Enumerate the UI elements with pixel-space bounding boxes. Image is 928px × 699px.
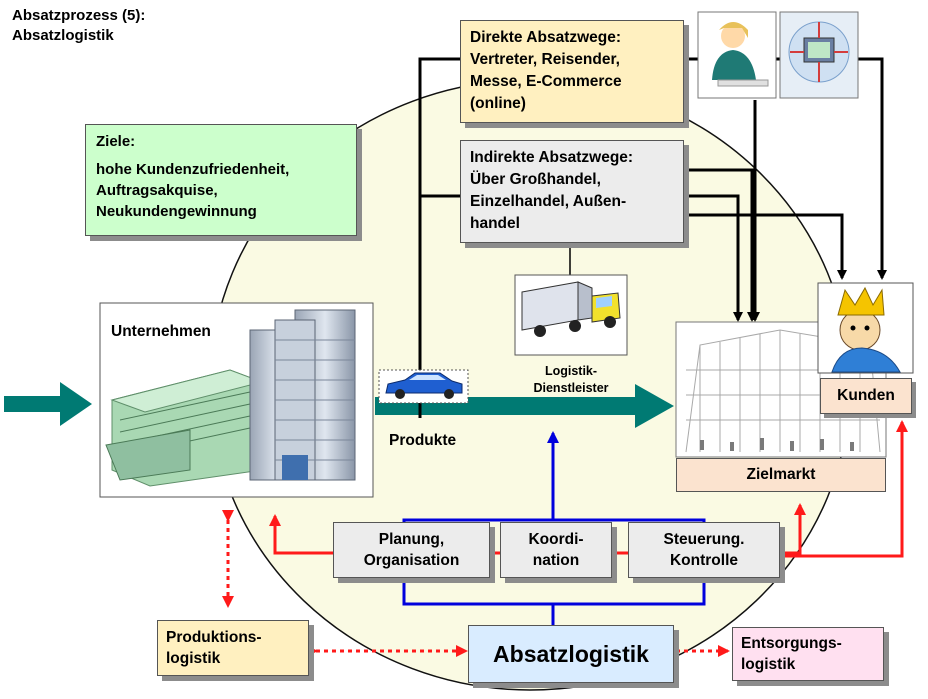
- target-market-label: Zielmarkt: [676, 458, 886, 492]
- coordination-box: Koordi- nation: [500, 522, 612, 578]
- page-title-line1: Absatzprozess (5):: [12, 7, 146, 24]
- coordination-line1: Koordi-: [528, 531, 584, 548]
- logistics-provider-label: Logistik- Dienstleister: [512, 363, 630, 397]
- disposal-logistics-box: Entsorgungs- logistik: [732, 627, 884, 681]
- planning-organisation-box: Planung, Organisation: [333, 522, 490, 578]
- page-title: Absatzprozess (5): Absatzlogistik: [12, 6, 145, 46]
- indirect-channels-line2: Über Großhandel,: [470, 171, 601, 188]
- indirect-channels-box: Indirekte Absatzwege: Über Großhandel, E…: [460, 140, 684, 243]
- goals-line1: hohe Kundenzufriedenheit,: [96, 161, 290, 178]
- control-line1: Steuerung.: [663, 531, 745, 548]
- direct-channels-line4: (online): [470, 95, 526, 112]
- direct-channels-box: Direkte Absatzwege: Vertreter, Reisender…: [460, 20, 684, 123]
- products-label: Produkte: [389, 432, 457, 449]
- customers-label: Kunden: [820, 378, 912, 414]
- sales-logistics-box: Absatzlogistik: [468, 625, 674, 683]
- truck-illustration: [514, 274, 628, 356]
- customer-king-illustration: [817, 282, 914, 374]
- indirect-channels-line4: handel: [470, 215, 520, 232]
- logistics-provider-line2: Dienstleister: [533, 381, 609, 395]
- company-label: Unternehmen: [111, 323, 211, 340]
- control-lines-red: [269, 420, 908, 558]
- goals-heading: Ziele:: [96, 133, 136, 150]
- logistics-provider-line1: Logistik-: [544, 364, 598, 378]
- coordination-line2: nation: [532, 552, 580, 569]
- indirect-channels-line1: Indirekte Absatzwege:: [470, 149, 634, 166]
- page-title-line2: Absatzlogistik: [12, 27, 114, 44]
- production-logistics-box: Produktions- logistik: [157, 620, 309, 676]
- direct-channels-line1: Direkte Absatzwege:: [470, 29, 622, 46]
- inbound-arrow: [4, 382, 92, 426]
- goals-line3: Neukundengewinnung: [96, 203, 257, 220]
- car-illustration: [378, 369, 469, 404]
- computer-network-illustration: [779, 11, 859, 99]
- control-line2: Kontrolle: [669, 552, 739, 569]
- production-logistics-line2: logistik: [166, 650, 221, 667]
- company-buildings-illustration: [99, 302, 374, 498]
- direct-channels-line3: Messe, E-Commerce: [470, 73, 622, 90]
- control-box: Steuerung. Kontrolle: [628, 522, 780, 578]
- disposal-logistics-line1: Entsorgungs-: [741, 635, 842, 652]
- planning-line1: Planung,: [378, 531, 445, 548]
- products-flow-arrow: [375, 384, 674, 428]
- disposal-logistics-line2: logistik: [741, 656, 796, 673]
- planning-line2: Organisation: [363, 552, 460, 569]
- production-logistics-line1: Produktions-: [166, 629, 262, 646]
- goals-box: Ziele: hohe Kundenzufriedenheit, Auftrag…: [85, 124, 357, 236]
- goals-line2: Auftragsakquise,: [96, 182, 218, 199]
- sales-person-illustration: [697, 11, 777, 99]
- logistics-links-dotted: [222, 510, 730, 657]
- direct-channels-line2: Vertreter, Reisender,: [470, 51, 620, 68]
- indirect-channels-line3: Einzelhandel, Außen-: [470, 193, 627, 210]
